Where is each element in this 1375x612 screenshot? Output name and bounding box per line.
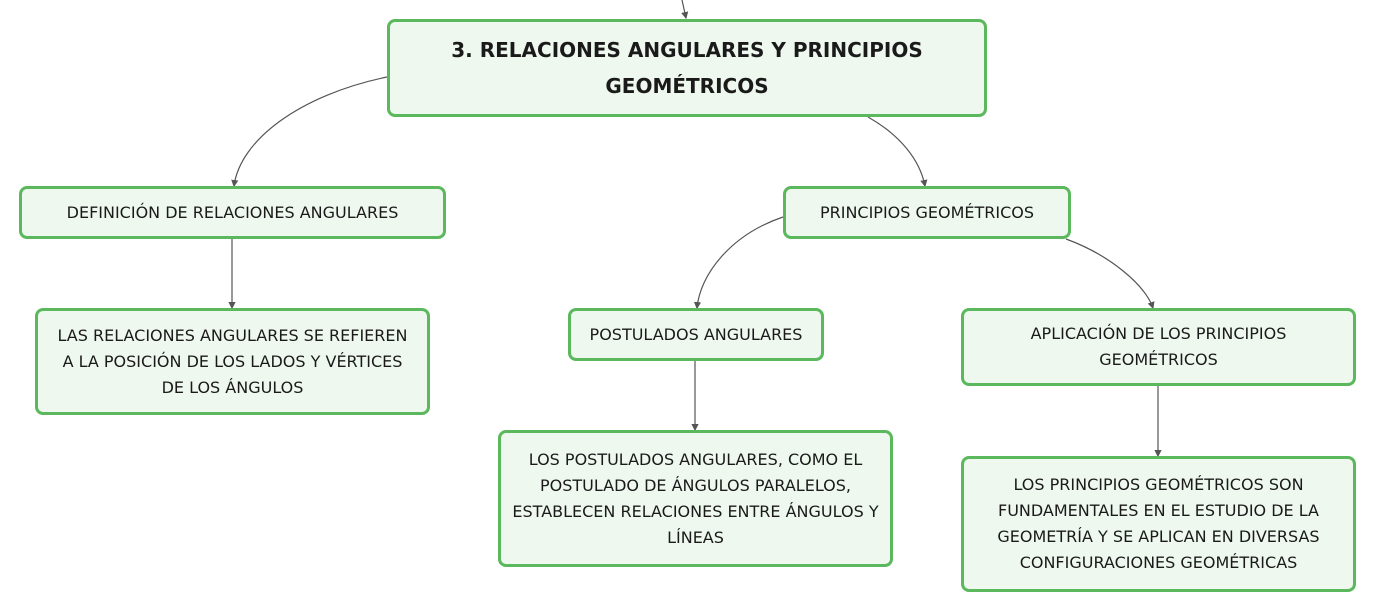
- node-postulados-detalle-label: LOS POSTULADOS ANGULARES, COMO EL POSTUL…: [512, 449, 879, 547]
- node-definicion-detalle-label: LAS RELACIONES ANGULARES SE REFIEREN A L…: [57, 325, 408, 397]
- node-definicion[interactable]: DEFINICIÓN DE RELACIONES ANGULARES: [19, 186, 446, 239]
- node-root[interactable]: 3. RELACIONES ANGULARES Y PRINCIPIOS GEO…: [387, 19, 987, 117]
- connector-incoming: [681, 0, 689, 20]
- node-aplicacion-detalle-label: LOS PRINCIPIOS GEOMÉTRICOS SON FUNDAMENT…: [997, 475, 1320, 572]
- connector-root-definicion: [231, 76, 388, 188]
- connector-principios-postulados: [693, 216, 784, 310]
- node-principios-label: PRINCIPIOS GEOMÉTRICOS: [819, 202, 1035, 222]
- node-root-label: 3. RELACIONES ANGULARES Y PRINCIPIOS GEO…: [451, 38, 923, 98]
- node-principios[interactable]: PRINCIPIOS GEOMÉTRICOS: [783, 186, 1071, 239]
- connector-principios-aplicacion: [1065, 238, 1155, 310]
- node-postulados-detalle[interactable]: LOS POSTULADOS ANGULARES, COMO EL POSTUL…: [498, 430, 893, 567]
- node-postulados[interactable]: POSTULADOS ANGULARES: [568, 308, 824, 361]
- node-aplicacion-detalle[interactable]: LOS PRINCIPIOS GEOMÉTRICOS SON FUNDAMENT…: [961, 456, 1356, 592]
- node-definicion-label: DEFINICIÓN DE RELACIONES ANGULARES: [66, 202, 399, 222]
- connector-root-principios: [867, 116, 928, 188]
- node-postulados-label: POSTULADOS ANGULARES: [589, 324, 803, 344]
- node-definicion-detalle[interactable]: LAS RELACIONES ANGULARES SE REFIEREN A L…: [35, 308, 430, 415]
- node-aplicacion-label: APLICACIÓN DE LOS PRINCIPIOS GEOMÉTRICOS: [1030, 324, 1287, 369]
- node-aplicacion[interactable]: APLICACIÓN DE LOS PRINCIPIOS GEOMÉTRICOS: [961, 308, 1356, 386]
